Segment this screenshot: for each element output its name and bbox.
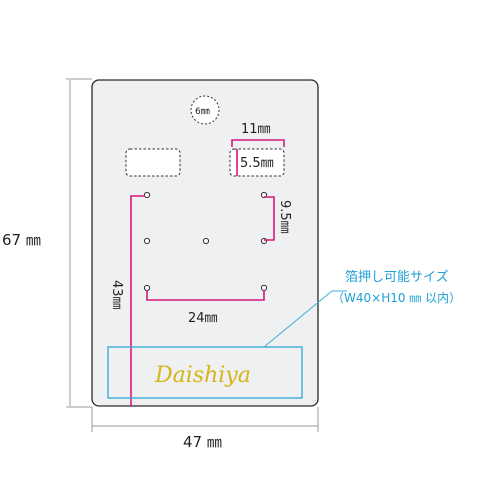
pin-hole-top-left <box>143 191 151 199</box>
pin-gap-bracket <box>264 196 275 241</box>
pin-gap-label: 9.5㎜ <box>277 200 292 234</box>
vertical-dimension: 43㎜ <box>109 195 145 406</box>
height-dimension: 67 ㎜ <box>2 78 92 408</box>
pin-span-label: 24㎜ <box>188 311 218 326</box>
foil-note-line2: （W40×H10 ㎜ 以内） <box>332 291 461 305</box>
pin-hole-bottom-left <box>143 284 151 292</box>
vertical-bracket <box>130 195 145 406</box>
logo-text: Daishiya <box>154 363 251 388</box>
pin-hole-mid-right <box>260 237 268 245</box>
pin-holes <box>143 191 268 292</box>
slot-right <box>229 148 285 177</box>
vertical-label: 43㎜ <box>109 280 124 310</box>
pin-span-bracket <box>146 290 265 301</box>
slot-width-dimension: 11㎜ <box>231 122 285 147</box>
width-dimension: 47 ㎜ <box>91 407 319 451</box>
hanging-hole: 6㎜ <box>190 95 220 125</box>
foil-note-leader <box>263 290 347 348</box>
slot-width-label: 11㎜ <box>241 122 271 137</box>
foil-note: 箔押し可能サイズ （W40×H10 ㎜ 以内） <box>332 269 461 305</box>
slot-width-bracket <box>231 139 285 147</box>
hole-circle <box>190 95 220 125</box>
pin-hole-mid-left <box>143 237 151 245</box>
slot-left <box>125 148 181 177</box>
slot-height-dimension: 5.5㎜ <box>236 149 274 176</box>
hole-label: 6㎜ <box>195 107 210 117</box>
width-label: 47 ㎜ <box>183 433 222 451</box>
slot-height-label: 5.5㎜ <box>240 156 274 171</box>
height-label: 67 ㎜ <box>2 231 41 249</box>
foil-note-line1: 箔押し可能サイズ <box>345 269 449 285</box>
pin-span-dimension: 24㎜ <box>146 290 265 326</box>
foil-area-box <box>107 346 303 399</box>
pin-hole-bottom-right <box>260 284 268 292</box>
pin-hole-mid-center <box>202 237 210 245</box>
pin-gap-dimension: 9.5㎜ <box>264 196 292 241</box>
